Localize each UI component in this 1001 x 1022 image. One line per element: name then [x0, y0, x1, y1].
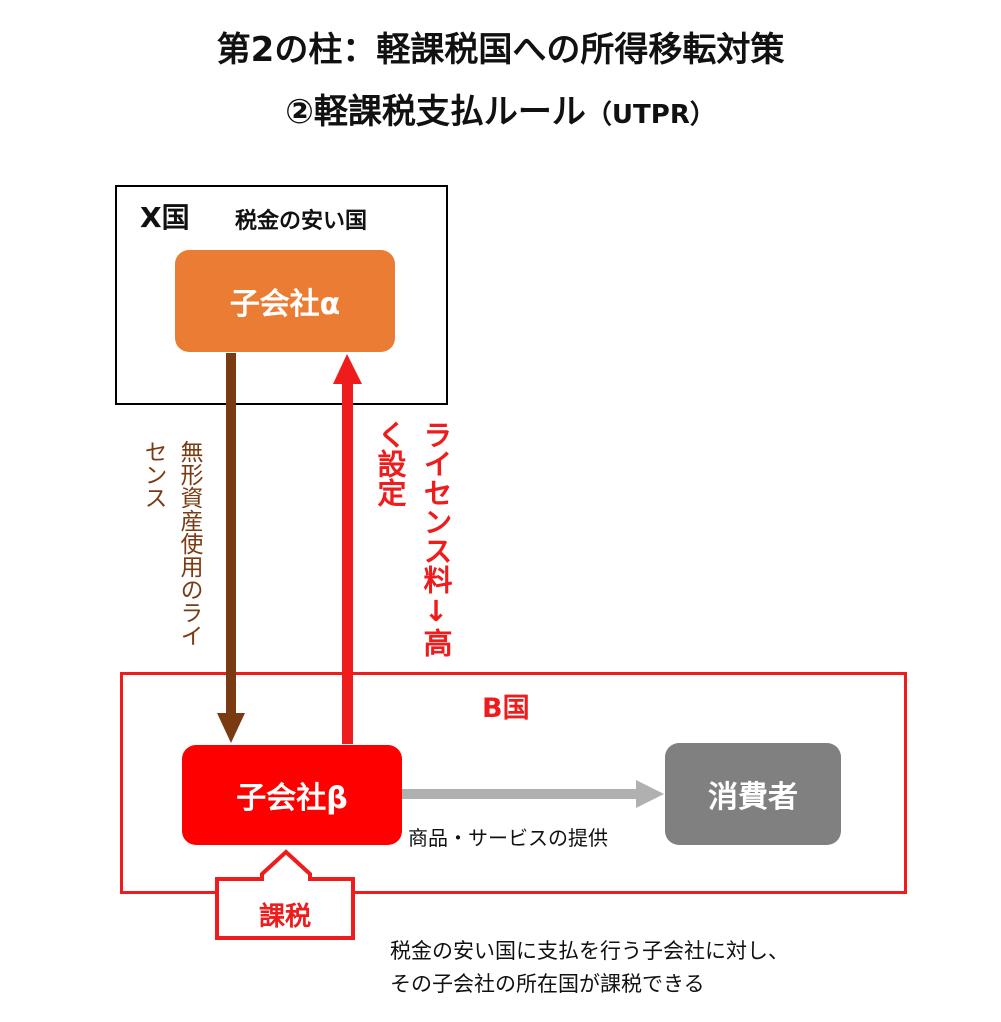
subsidiary-beta: 子会社β [182, 745, 402, 845]
b-country-label: B国 [482, 693, 530, 724]
license-fee-arrow [333, 354, 362, 744]
intangible-license-label: 無形資産使用のライセンス [140, 440, 202, 647]
note-line1: 税金の安い国に支払を行う子会社に対し、 [390, 939, 789, 963]
consumer-box: 消費者 [665, 743, 841, 845]
note-line2: その子会社の所在国が課税できる [390, 972, 705, 996]
goods-arrow [402, 780, 664, 808]
x-country-label: X国 [140, 201, 190, 234]
title-line2: ②軽課税支払ルール（UTPR） [0, 84, 1001, 133]
title-line1: 第2の柱：軽課税国への所得移転対策 [216, 30, 785, 70]
x-country-box [115, 185, 448, 405]
tax-arrow [215, 849, 355, 940]
subsidiary-alpha: 子会社α [175, 250, 395, 352]
title-main: ②軽課税支払ルール [285, 92, 586, 132]
intangible-arrow [217, 353, 245, 743]
x-country-sublabel: 税金の安い国 [235, 209, 368, 234]
b-country-box [120, 672, 907, 894]
taxation-label: 課税 [258, 902, 311, 932]
title-paren: （UTPR） [585, 100, 716, 130]
license-fee-label: ライセンス料↓高く設定 [373, 420, 453, 657]
explanation-note: 税金の安い国に支払を行う子会社に対し、 その子会社の所在国が課税できる [390, 935, 789, 1001]
goods-services-label: 商品・サービスの提供 [408, 826, 608, 850]
